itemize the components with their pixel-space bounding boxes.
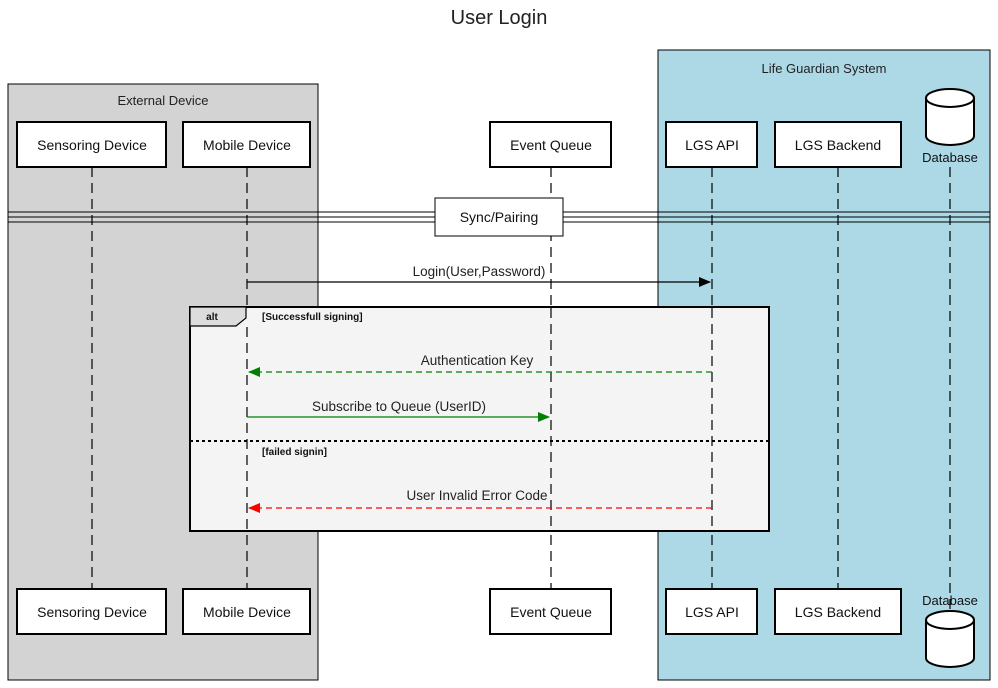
participant-database-bottom: Database — [922, 593, 978, 668]
participant-lgs-backend-bottom: LGS Backend — [774, 588, 902, 635]
svg-text:LGS API: LGS API — [685, 604, 739, 620]
svg-text:Sensoring Device: Sensoring Device — [37, 604, 147, 620]
participant-lgs-api-top: LGS API — [665, 121, 758, 168]
participant-lgs-api-bottom: LGS API — [665, 588, 758, 635]
svg-text:LGS Backend: LGS Backend — [795, 604, 881, 620]
svg-text:Event Queue: Event Queue — [510, 137, 592, 153]
alt-fragment: alt [Successfull signing] [failed signin… — [189, 306, 770, 532]
life-guardian-system-group-label: Life Guardian System — [761, 61, 886, 76]
login-message-label: Login(User,Password) — [413, 264, 546, 279]
participant-event-queue-bottom: Event Queue — [489, 588, 612, 635]
guard-failed-label: [failed signin] — [262, 447, 327, 458]
guard-success-label: [Successfull signing] — [262, 312, 363, 323]
participant-mobile-device-top: Mobile Device — [182, 121, 311, 168]
login-message: Login(User,Password) — [247, 264, 711, 287]
sync-pairing-divider: Sync/Pairing — [8, 197, 990, 237]
alt-operator-label: alt — [206, 312, 218, 323]
authentication-key-message: Authentication Key — [248, 353, 712, 377]
error-code-label: User Invalid Error Code — [406, 488, 547, 503]
subscribe-label: Subscribe to Queue (UserID) — [312, 399, 486, 414]
subscribe-message: Subscribe to Queue (UserID) — [247, 399, 550, 422]
database-icon — [925, 88, 975, 146]
error-code-message: User Invalid Error Code — [248, 488, 712, 513]
diagram-title: User Login — [451, 7, 548, 29]
svg-text:Event Queue: Event Queue — [510, 604, 592, 620]
participant-event-queue-top: Event Queue — [489, 121, 612, 168]
svg-text:Mobile Device: Mobile Device — [203, 604, 291, 620]
participant-sensoring-device-top: Sensoring Device — [16, 121, 167, 168]
external-device-group-label: External Device — [117, 93, 208, 108]
authentication-key-label: Authentication Key — [421, 353, 534, 368]
svg-text:Database: Database — [922, 150, 978, 165]
svg-text:LGS API: LGS API — [685, 137, 739, 153]
svg-text:Sensoring Device: Sensoring Device — [37, 137, 147, 153]
participant-sensoring-device-bottom: Sensoring Device — [16, 588, 167, 635]
sync-pairing-label: Sync/Pairing — [460, 209, 539, 225]
participant-database-top: Database — [922, 88, 978, 165]
participant-mobile-device-bottom: Mobile Device — [182, 588, 311, 635]
svg-text:Database: Database — [922, 593, 978, 608]
participant-lgs-backend-top: LGS Backend — [774, 121, 902, 168]
svg-text:Mobile Device: Mobile Device — [203, 137, 291, 153]
alt-operator-tab — [189, 306, 247, 327]
database-icon — [925, 610, 975, 668]
lifelines-in-fragment — [246, 308, 713, 530]
svg-text:LGS Backend: LGS Backend — [795, 137, 881, 153]
